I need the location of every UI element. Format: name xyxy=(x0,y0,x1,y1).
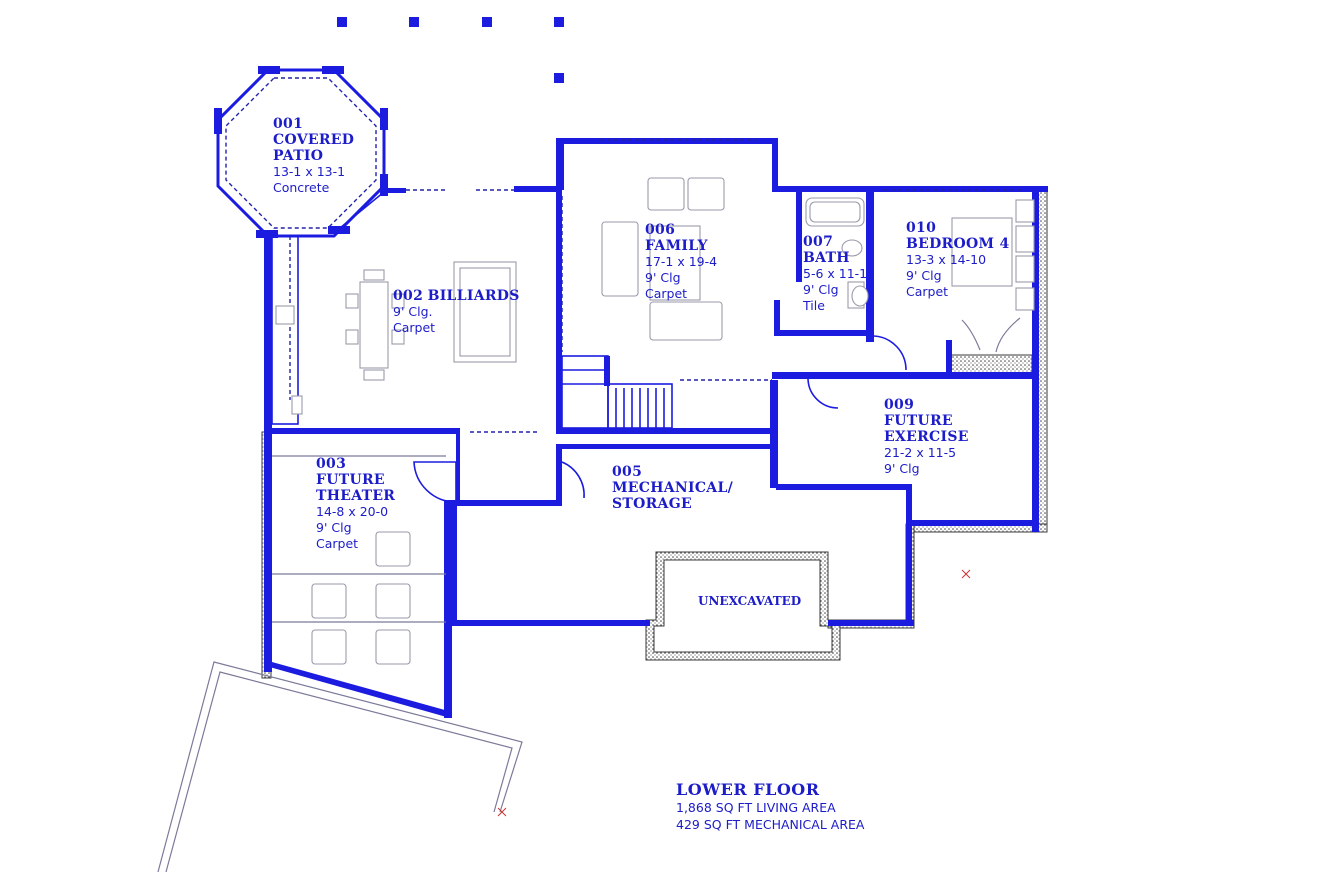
theater-tiers xyxy=(272,455,446,623)
room-number: 007 xyxy=(803,234,834,250)
room-name: FUTURE xyxy=(316,472,385,488)
room-floor: Carpet xyxy=(906,284,949,299)
room-ceiling: 9' Clg. xyxy=(393,304,433,319)
floor-title: LOWER FLOOR xyxy=(676,780,820,799)
stairs xyxy=(561,355,673,429)
room-name: MECHANICAL/ xyxy=(612,480,734,496)
retaining-wall xyxy=(157,661,523,873)
room-number: 009 xyxy=(884,397,915,413)
room-label-family: 006 FAMILY 17-1 x 19-4 9' Clg Carpet xyxy=(645,222,717,302)
room-dimensions: 13-3 x 14-10 xyxy=(906,252,987,267)
room-label-covered-patio: 001 COVERED PATIO 13-1 x 13-1 Concrete xyxy=(273,116,354,196)
room-ceiling: 9' Clg xyxy=(645,270,681,285)
floor-legend: LOWER FLOOR 1,868 SQ FT LIVING AREA 429 … xyxy=(676,780,864,833)
room-floor: Carpet xyxy=(316,536,359,551)
room-name: UNEXCAVATED xyxy=(698,594,802,608)
room-label-bedroom-4: 010 BEDROOM 4 13-3 x 14-10 9' Clg Carpet xyxy=(906,220,1009,300)
room-name: BILLIARDS xyxy=(427,288,520,304)
room-label-mechanical-storage: 005 MECHANICAL/ STORAGE xyxy=(612,464,733,512)
doors xyxy=(413,317,1021,503)
room-name: BATH xyxy=(803,250,850,266)
room-label-future-theater: 003 FUTURE THEATER 14-8 x 20-0 9' Clg Ca… xyxy=(316,456,395,552)
room-number: 005 xyxy=(612,464,643,480)
exterior-walls xyxy=(264,138,1048,718)
room-note: Concrete xyxy=(273,180,330,195)
room-name-line-2: STORAGE xyxy=(612,496,692,512)
room-label-unexcavated: UNEXCAVATED xyxy=(698,593,801,609)
room-number: 002 xyxy=(393,288,424,304)
room-number: 003 xyxy=(316,456,347,472)
room-dimensions: 5-6 x 11-1 xyxy=(803,266,868,281)
room-number: 010 xyxy=(906,220,937,236)
dashed-openings xyxy=(289,139,1022,433)
room-name-line-2: EXERCISE xyxy=(884,429,969,445)
room-floor: Tile xyxy=(803,298,825,313)
wet-bar xyxy=(271,235,303,425)
room-name: COVERED xyxy=(273,132,355,148)
room-label-billiards: 002 BILLIARDS 9' Clg. Carpet xyxy=(393,288,520,336)
post-markers xyxy=(337,17,564,83)
room-floor: Carpet xyxy=(393,320,436,335)
room-name: FAMILY xyxy=(645,238,708,254)
room-number: 006 xyxy=(645,222,676,238)
room-ceiling: 9' Clg xyxy=(906,268,942,283)
room-dimensions: 13-1 x 13-1 xyxy=(273,164,346,179)
room-dimensions: 17-1 x 19-4 xyxy=(645,254,718,269)
reference-marks xyxy=(497,569,971,817)
room-dimensions: 21-2 x 11-5 xyxy=(884,445,957,460)
room-number: 001 xyxy=(273,116,304,132)
furniture xyxy=(311,177,1035,665)
room-label-bath: 007 BATH 5-6 x 11-1 9' Clg Tile xyxy=(803,234,867,314)
room-name-line-2: THEATER xyxy=(316,488,396,504)
room-name: FUTURE xyxy=(884,413,953,429)
room-label-future-exercise: 009 FUTURE EXERCISE 21-2 x 11-5 9' Clg xyxy=(884,397,969,477)
mechanical-area: 429 SQ FT MECHANICAL AREA xyxy=(676,817,865,832)
room-name-line-2: PATIO xyxy=(273,148,324,164)
room-name: BEDROOM 4 xyxy=(906,236,1010,252)
room-ceiling: 9' Clg xyxy=(884,461,920,476)
room-ceiling: 9' Clg xyxy=(803,282,839,297)
living-area: 1,868 SQ FT LIVING AREA xyxy=(676,800,836,815)
room-ceiling: 9' Clg xyxy=(316,520,352,535)
room-dimensions: 14-8 x 20-0 xyxy=(316,504,389,519)
covered-patio-octagon xyxy=(214,66,388,238)
room-floor: Carpet xyxy=(645,286,688,301)
